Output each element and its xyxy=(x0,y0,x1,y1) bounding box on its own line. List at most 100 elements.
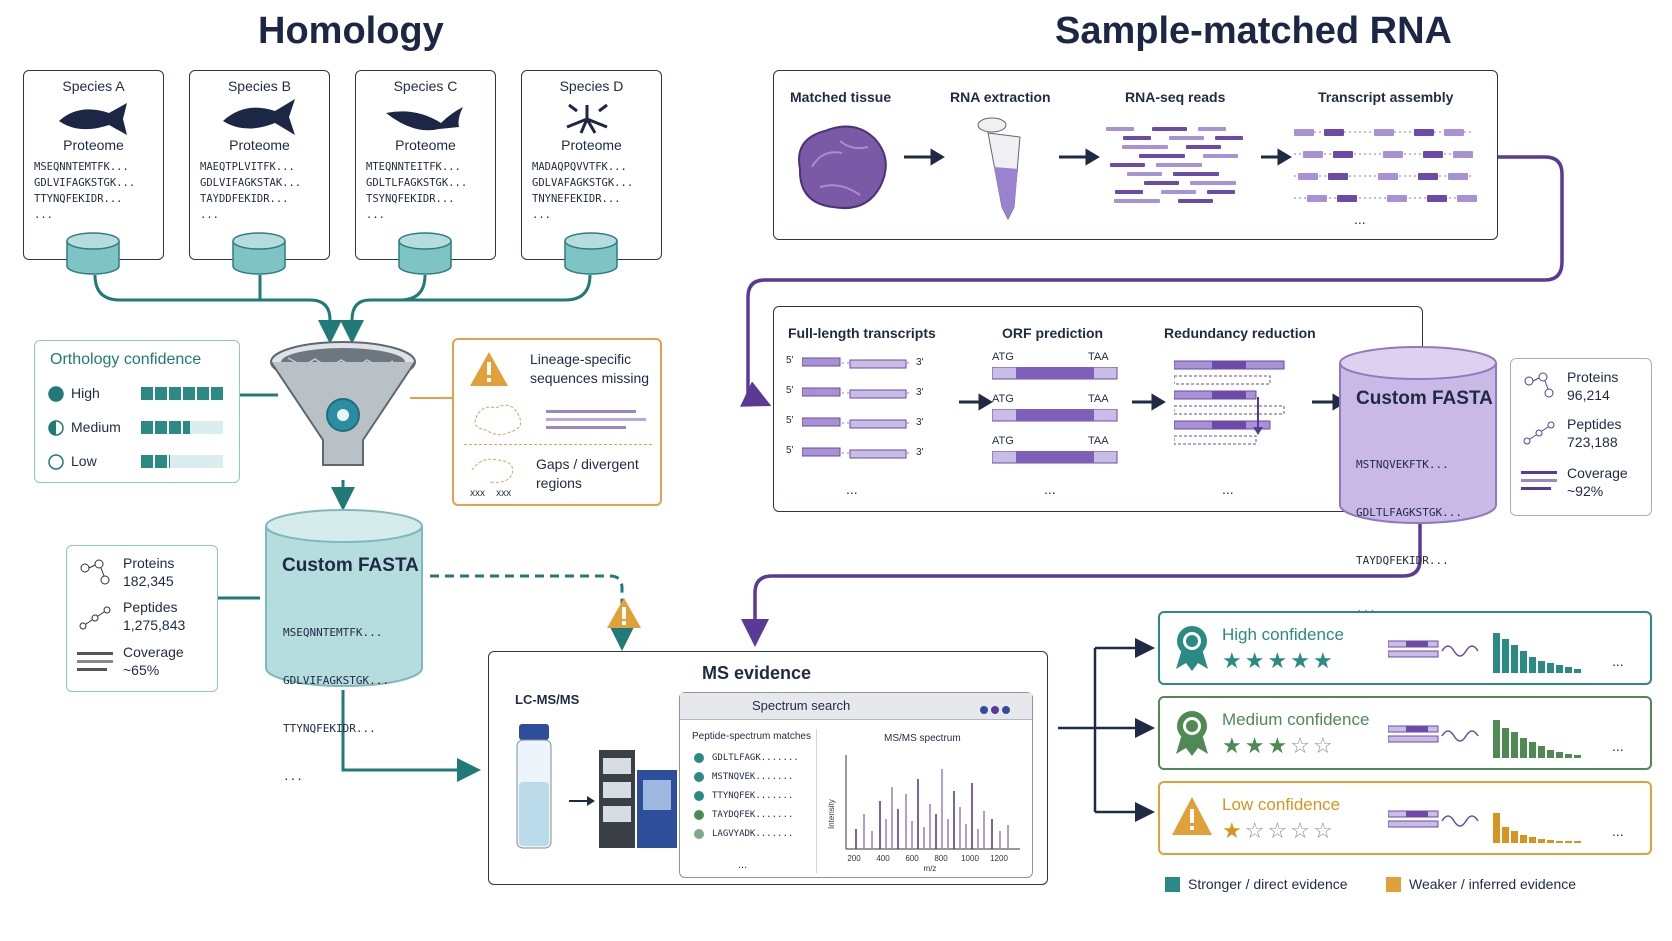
peptides-value: 723,188 xyxy=(1567,434,1618,450)
level-indicator-icon xyxy=(48,420,64,436)
species-name: Species A xyxy=(62,78,125,94)
warning-icon xyxy=(607,598,641,628)
spectrum-xtick: 1000 xyxy=(961,854,979,863)
tissue-icon xyxy=(798,125,887,209)
sequence-line: MSEQNNTEMTFK... xyxy=(34,161,129,173)
confidence-more: ... xyxy=(1612,653,1624,669)
proteome-seqs: MTEQNNTEITFK...GDLTLFAGKSTGK...TSYNQFEKI… xyxy=(366,159,467,223)
psm-score-dot xyxy=(694,790,704,801)
psm-sequence: LAGVYADK....... xyxy=(712,828,794,839)
psm-sequence: GDLTLFAGK....... xyxy=(712,752,799,763)
separator xyxy=(816,729,817,873)
spectrum-xtick: 200 xyxy=(847,854,861,863)
psm-sequence: MSTNQVEK....... xyxy=(712,771,794,782)
three-prime-label: 3' xyxy=(916,417,924,428)
sequence-line: MTEQNNTEITFK... xyxy=(366,161,461,173)
step-redundancy: Redundancy reduction xyxy=(1164,325,1316,341)
legend: Stronger / direct evidence Weaker / infe… xyxy=(1165,876,1576,894)
transcript-track xyxy=(802,417,910,429)
orf-more: ... xyxy=(1044,481,1056,497)
proteome-seqs: MADAQPQVVTFK...GDLVAFAGKSTGK...TNYNEFEKI… xyxy=(532,159,633,223)
orf-track xyxy=(992,451,1118,464)
level-label: High xyxy=(71,385,100,401)
psm-more: ... xyxy=(738,859,748,871)
peptides-value: 1,275,843 xyxy=(123,617,186,633)
spectrum-xtick: 600 xyxy=(905,854,919,863)
step-transcript-assembly: Transcript assembly xyxy=(1318,89,1454,105)
star-filled-icon: ★ xyxy=(1222,734,1245,759)
start-codon-label: ATG xyxy=(992,393,1014,405)
coverage-label: Coverage xyxy=(1567,465,1628,481)
arrows-row-1 xyxy=(904,148,1292,166)
transcript-track xyxy=(802,447,910,459)
evidence-bars-icon xyxy=(1493,813,1581,843)
coverage-value: ~92% xyxy=(1567,483,1604,499)
confidence-bar xyxy=(141,387,223,400)
star-empty-icon: ☆ xyxy=(1290,819,1313,844)
sequence-line: MAEQTPLVITFK... xyxy=(200,161,295,173)
five-prime-label: 5' xyxy=(786,355,794,366)
reads-icon xyxy=(1106,127,1243,203)
legend-stronger: Stronger / direct evidence xyxy=(1188,876,1348,892)
protein-icon xyxy=(1524,372,1554,398)
peptides-label: Peptides xyxy=(123,599,178,615)
stop-codon-label: TAA xyxy=(1088,393,1109,405)
rna-fasta-title: Custom FASTA xyxy=(1356,388,1493,409)
species-silhouette-icon xyxy=(566,103,608,134)
star-empty-icon: ☆ xyxy=(1267,819,1291,844)
confidence-tier-2: Low confidence★☆☆☆☆... xyxy=(1158,781,1652,855)
sequence-more: ... xyxy=(200,209,219,221)
rna-pipeline-panel-2: Full-length transcripts ORF prediction R… xyxy=(773,306,1423,512)
three-prime-label: 3' xyxy=(916,387,924,398)
psm-row: TAYDQFEK....... xyxy=(694,806,793,824)
rna-stats-panel: Proteins 96,214 Peptides 723,188 Coverag… xyxy=(1510,358,1652,516)
star-filled-icon: ★ xyxy=(1267,734,1291,759)
mass-spectrometer-icon xyxy=(599,750,677,848)
psm-row: GDLTLFAGK....... xyxy=(694,749,799,767)
orthology-title: Orthology confidence xyxy=(50,351,202,368)
assembly-icon xyxy=(1294,129,1477,202)
missing-sequences-icon xyxy=(474,404,646,436)
redundancy-more: ... xyxy=(1222,481,1234,497)
stop-codon-label: TAA xyxy=(1088,435,1109,447)
rna-title: Sample-matched RNA xyxy=(1055,10,1452,52)
gap-icon xyxy=(471,458,514,483)
star-rating: ★☆☆☆☆ xyxy=(1222,819,1336,844)
confidence-more: ... xyxy=(1612,738,1624,754)
homology-fasta-title: Custom FASTA xyxy=(282,555,419,576)
peptide-icon xyxy=(79,606,111,630)
legend-teal-swatch xyxy=(1165,877,1180,893)
level-indicator-icon xyxy=(48,386,64,402)
coverage-value: ~65% xyxy=(123,662,160,678)
confidence-label: Medium confidence xyxy=(1222,710,1370,729)
warning-icon xyxy=(470,352,508,386)
proteins-value: 182,345 xyxy=(123,573,174,589)
ms-title: MS evidence xyxy=(702,663,812,683)
award-ribbon-icon xyxy=(1176,626,1208,671)
fasta-seq-2: GDLVIFAGKSTGK... xyxy=(283,674,389,687)
legend-orange-swatch xyxy=(1385,877,1401,893)
database-icon xyxy=(232,232,286,275)
spectrum-title: MS/MS spectrum xyxy=(884,733,961,744)
proteome-seqs: MSEQNNTEMTFK...GDLVIFAGKSTGK...TTYNQFEKI… xyxy=(34,159,135,223)
orthology-level-high: High xyxy=(47,383,232,405)
legend-weaker: Weaker / inferred evidence xyxy=(1408,876,1577,892)
star-filled-icon: ★ xyxy=(1244,649,1268,674)
star-filled-icon: ★ xyxy=(1244,734,1268,759)
psm-score-dot xyxy=(694,828,704,839)
star-rating: ★★★★★ xyxy=(1222,649,1336,674)
species-silhouette-icon xyxy=(386,107,463,131)
start-codon-label: ATG xyxy=(992,435,1014,447)
sequence-line: TTYNQFEKIDR... xyxy=(34,193,123,205)
proteome-label: Proteome xyxy=(395,137,456,153)
step-matched-tissue: Matched tissue xyxy=(790,89,892,105)
rna-fasta-cylinder xyxy=(1339,346,1497,524)
coverage-label: Coverage xyxy=(123,644,184,660)
three-prime-label: 3' xyxy=(916,447,924,458)
peptide-match-icon xyxy=(1388,640,1479,658)
gap-marks: xxx xxx xyxy=(470,488,512,499)
sequence-more: ... xyxy=(366,209,385,221)
confidence-bar xyxy=(141,455,223,468)
